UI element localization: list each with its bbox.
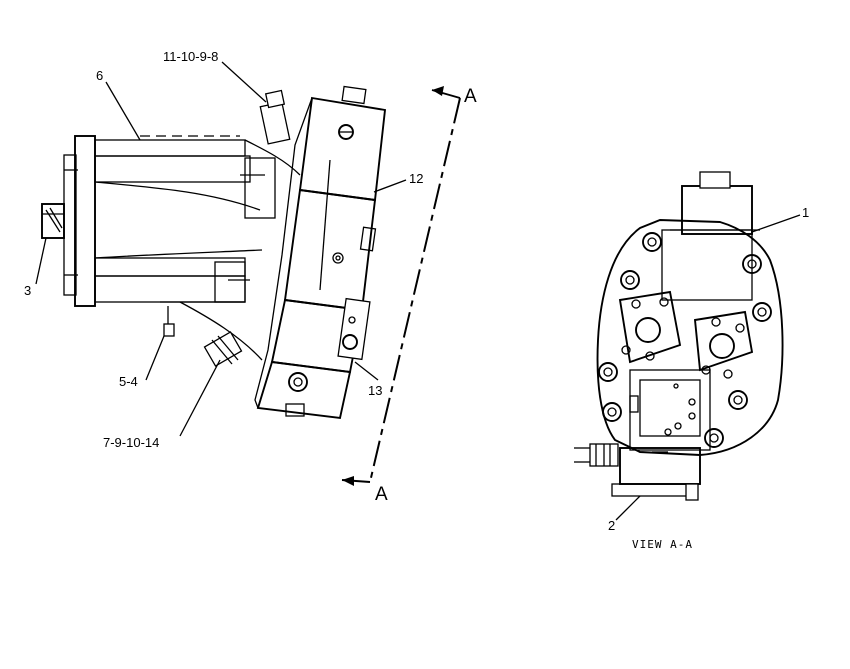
section-mark-top: A	[464, 86, 477, 107]
leader-lines	[35, 61, 801, 521]
top-port-fitting	[259, 89, 291, 145]
drain-plug	[163, 306, 175, 337]
section-line-a-a	[341, 86, 461, 486]
pump-side-view	[41, 85, 461, 486]
lower-port-fitting	[203, 331, 243, 367]
side-fitting	[574, 443, 619, 467]
control-body	[611, 369, 711, 501]
port-pads	[618, 290, 754, 379]
flange-outline	[596, 219, 784, 456]
label-12: 12	[409, 171, 423, 186]
section-mark-bottom: A	[375, 484, 388, 505]
label-11-10-9-8: 11-10-9-8	[163, 49, 218, 64]
mounting-flange	[74, 135, 96, 307]
label-6: 6	[96, 68, 103, 83]
shaft-end	[41, 169, 78, 276]
label-5-4: 5-4	[119, 374, 138, 389]
label-13: 13	[368, 383, 382, 398]
label-2: 2	[608, 518, 615, 533]
label-7-9-10-14: 7-9-10-14	[103, 435, 159, 450]
label-3: 3	[24, 283, 31, 298]
flange-bolt-holes	[598, 232, 772, 448]
control-valve-stack	[254, 85, 387, 420]
label-1: 1	[802, 205, 809, 220]
pump-view-a-a	[574, 171, 784, 501]
view-caption: VIEW A-A	[632, 538, 693, 551]
